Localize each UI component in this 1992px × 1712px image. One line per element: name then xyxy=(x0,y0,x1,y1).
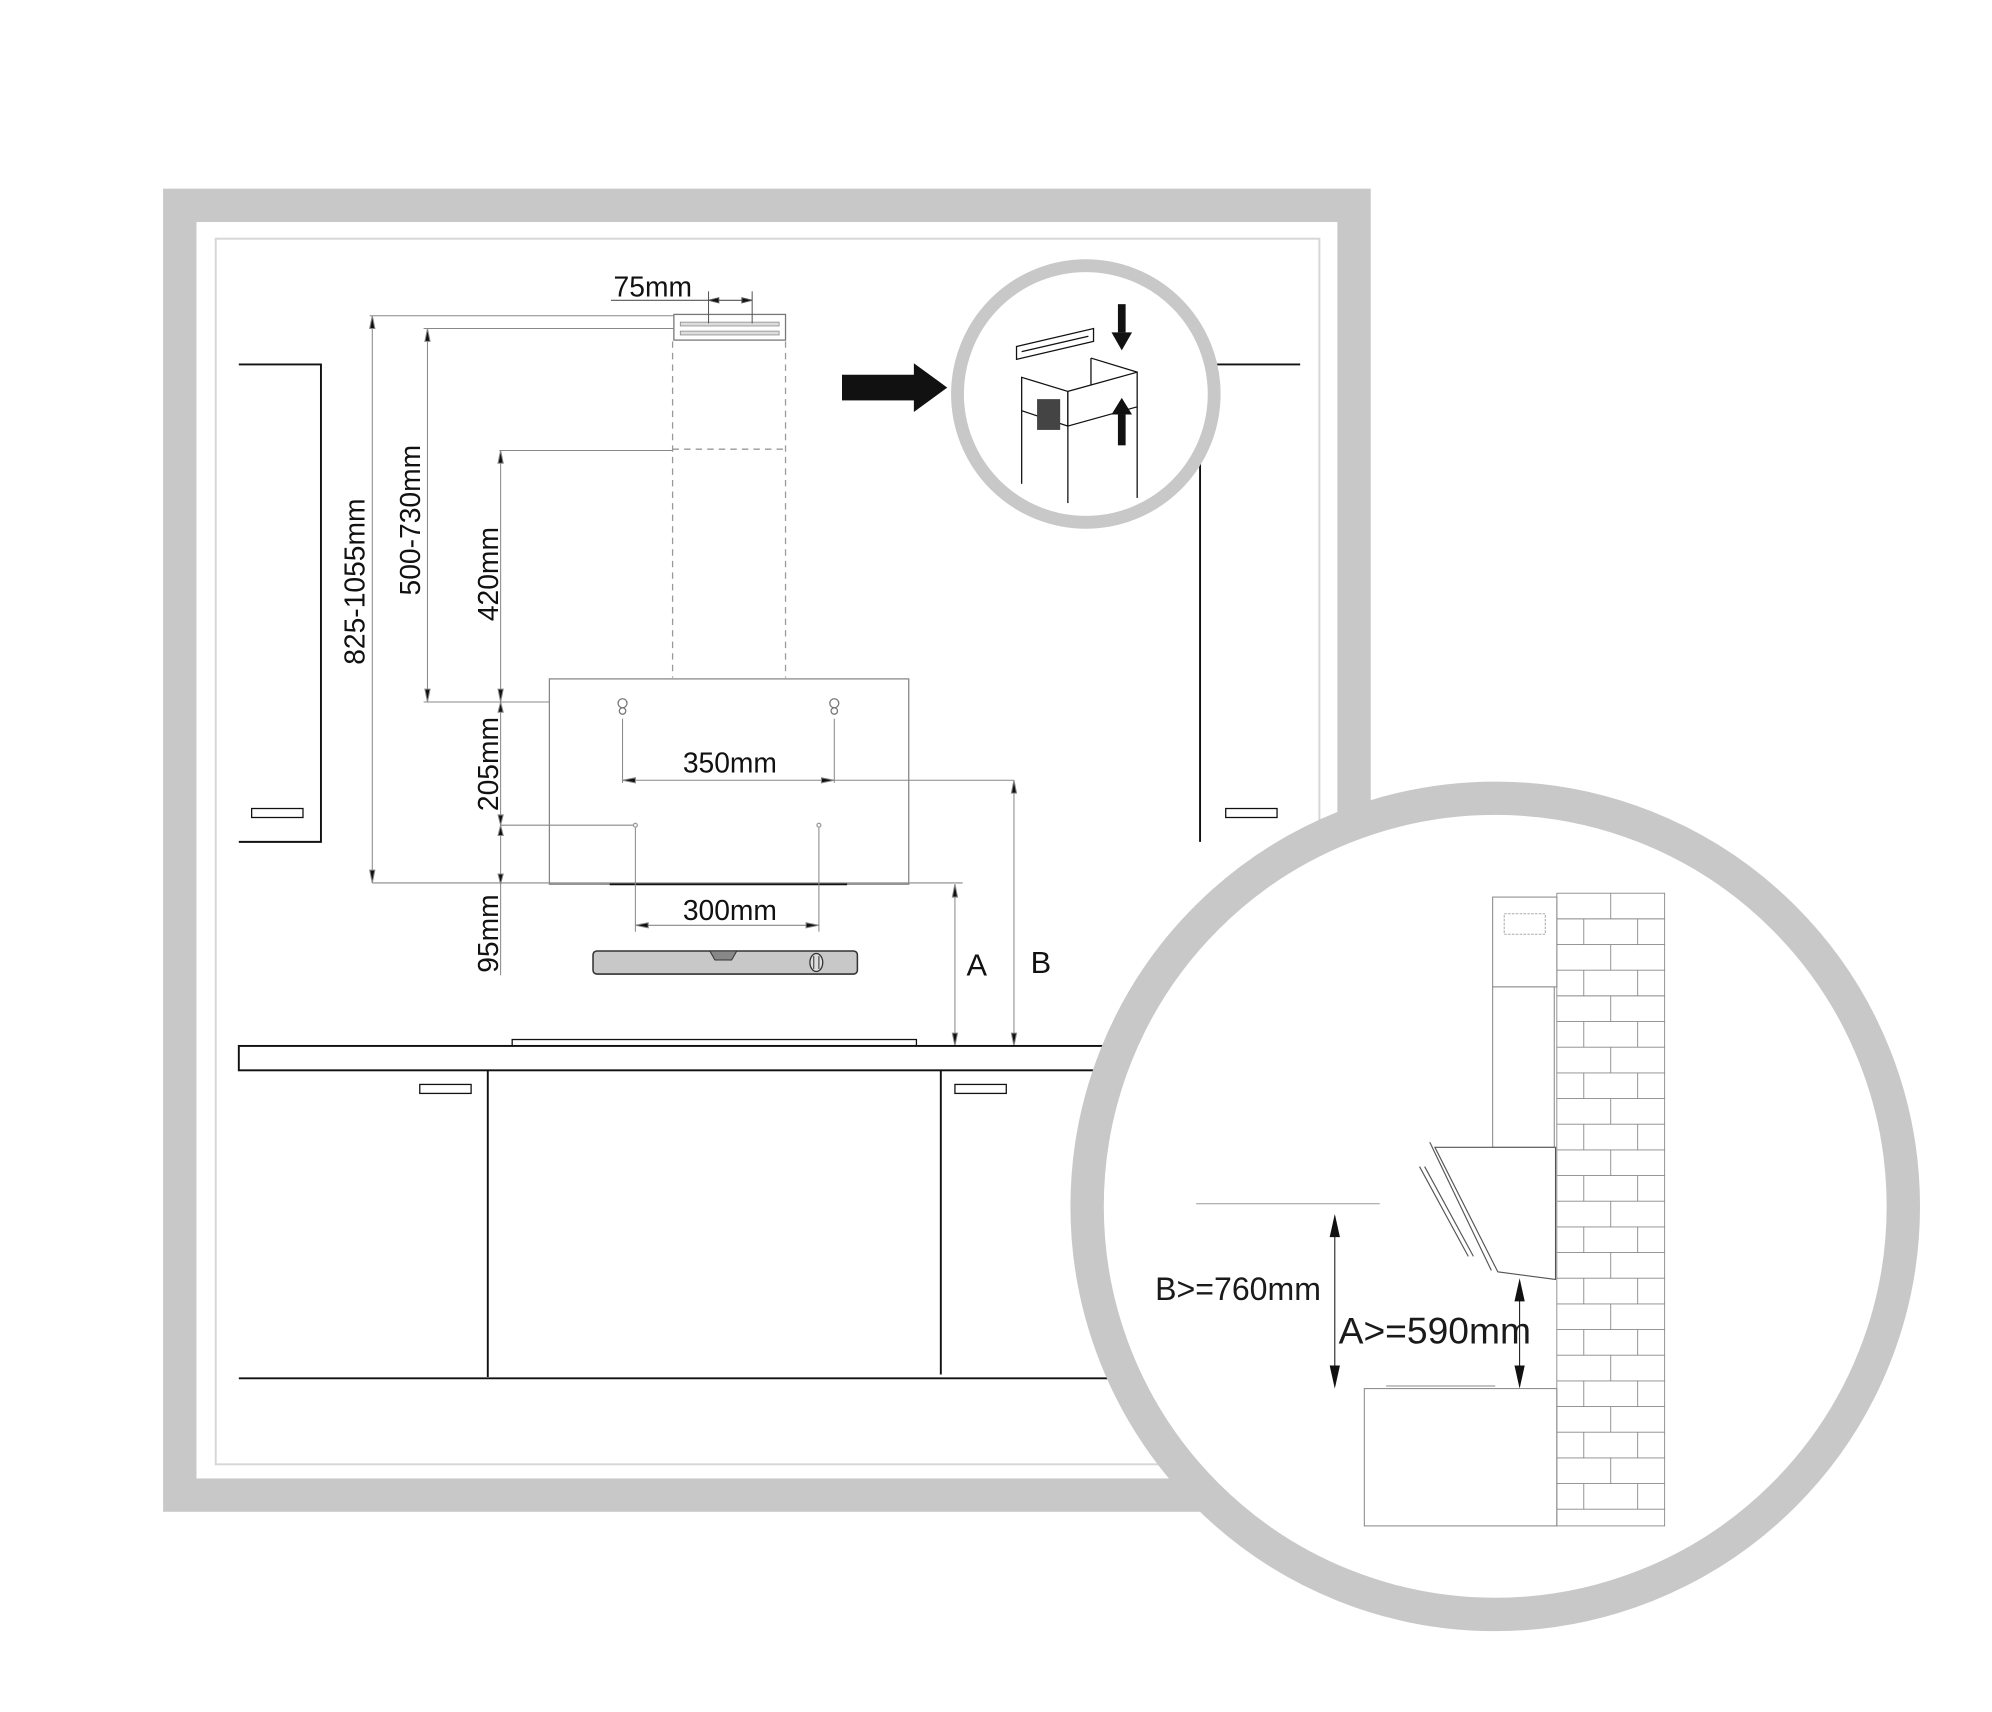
dim-a-b xyxy=(951,780,1018,1047)
label-350mm: 350mm xyxy=(683,747,777,779)
dim-b-side xyxy=(1329,1214,1340,1389)
dim-chimney-range xyxy=(423,328,674,703)
label-500-730mm: 500-730mm xyxy=(394,445,426,596)
detail-inset xyxy=(951,259,1221,529)
brick-wall xyxy=(1556,892,1666,1527)
countertop xyxy=(237,1038,1139,1072)
side-chimney xyxy=(1492,896,1558,1148)
dim-lower-holes xyxy=(634,827,820,932)
label-a: A xyxy=(966,947,987,982)
label-420mm: 420mm xyxy=(472,527,504,621)
dim-hole-vertical xyxy=(497,701,636,885)
side-counter xyxy=(1363,1385,1558,1527)
chimney-outline xyxy=(671,341,787,678)
dim-total-height xyxy=(369,315,674,884)
arrow-right-icon xyxy=(841,363,948,412)
upper-cabinet-right xyxy=(1199,363,1301,842)
hood-body xyxy=(548,678,910,886)
keyhole-left-icon xyxy=(617,698,628,715)
dim-a-side xyxy=(1514,1278,1525,1389)
label-b: B xyxy=(1031,945,1052,980)
wall-bracket xyxy=(673,313,787,341)
label-75mm: 75mm xyxy=(614,270,692,302)
dim-bracket-75 xyxy=(610,291,753,324)
dim-upper-holes xyxy=(622,718,1014,784)
lower-cabinets xyxy=(238,1070,1156,1380)
side-hood xyxy=(1419,1141,1557,1281)
label-95mm: 95mm xyxy=(472,894,504,972)
label-b-min: B>=760mm xyxy=(1155,1271,1321,1307)
lower-hole-right xyxy=(816,822,822,828)
arrow-up-icon xyxy=(1111,397,1133,446)
keyhole-right-icon xyxy=(829,698,840,715)
label-205mm: 205mm xyxy=(472,717,504,811)
dim-95 xyxy=(372,882,963,976)
lower-hole-left xyxy=(632,822,638,828)
dim-chimney-cover xyxy=(497,449,673,703)
label-825-1055mm: 825-1055mm xyxy=(339,498,371,664)
upper-cabinet-left xyxy=(238,363,322,843)
spirit-level-icon xyxy=(592,950,859,975)
label-300mm: 300mm xyxy=(683,894,777,926)
vent-grille-icon xyxy=(1037,399,1061,430)
arrow-down-icon xyxy=(1111,304,1133,351)
label-a-min: A>=590mm xyxy=(1339,1310,1531,1352)
side-view-inset xyxy=(1070,781,1921,1632)
